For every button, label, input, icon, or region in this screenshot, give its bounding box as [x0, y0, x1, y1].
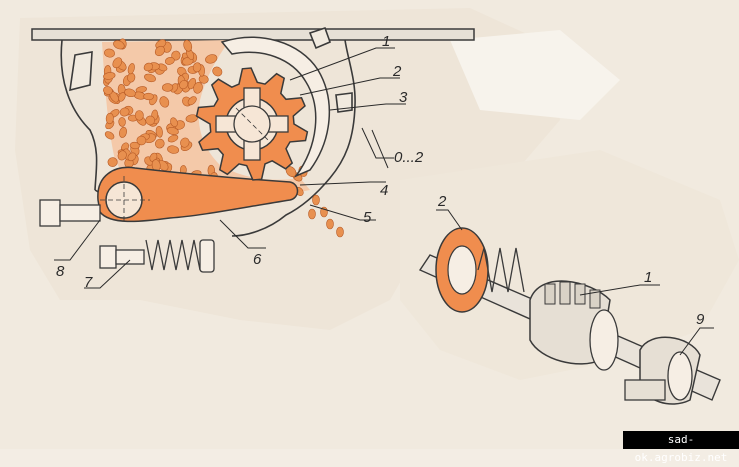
seed-grain: [104, 131, 115, 140]
label-exploded-1: 1: [644, 269, 652, 286]
label-exploded-9: 9: [696, 311, 705, 328]
diagram-canvas: 1 2 3 4 5 6 7 8 0...2 2 1 9 sad-ok.agrob…: [31, 26, 739, 464]
seed-grain: [129, 141, 140, 150]
falling-seed: [308, 208, 316, 220]
falling-seed: [336, 226, 344, 238]
seed-grain: [117, 150, 127, 161]
seed-grain: [144, 73, 156, 83]
falling-seed: [326, 218, 334, 230]
seed-grain: [167, 145, 180, 154]
seed-grain: [193, 81, 203, 94]
pivot-bolt: [39, 199, 101, 227]
seed-grain: [118, 117, 126, 127]
seed-grain: [118, 92, 126, 102]
seed-drill-sowing-apparatus-diagram: 1 2 3 4 5 6 7 8 0...2 2 1 9: [31, 26, 721, 405]
seed-grain: [105, 112, 114, 125]
seed-grain: [179, 80, 189, 90]
label-7: 7: [84, 274, 93, 291]
label-4: 4: [380, 182, 388, 199]
seed-grain: [104, 48, 115, 58]
label-2: 2: [392, 63, 402, 80]
seed-grain: [162, 83, 174, 92]
seed-grain: [185, 114, 198, 123]
adjusting-spring: [99, 239, 215, 273]
exploded-roller-assembly: [418, 227, 721, 405]
falling-seed: [312, 194, 320, 206]
seed-grain: [145, 115, 155, 126]
seed-grain: [107, 157, 118, 167]
seed-grain: [180, 137, 190, 148]
seed-grain: [124, 88, 136, 98]
leader-lines: [54, 47, 406, 289]
seed-grain: [171, 50, 181, 61]
label-6: 6: [253, 251, 262, 268]
watermark: sad-ok.agrobiz.net: [623, 431, 739, 464]
seed-grain: [134, 110, 144, 121]
label-gap: 0...2: [394, 149, 424, 166]
seed-grain: [143, 92, 154, 101]
seed-grain: [119, 126, 127, 138]
seed-grain: [183, 39, 193, 52]
seed-grain: [113, 40, 125, 50]
seed-grain: [154, 45, 165, 57]
seed-grain: [159, 96, 170, 108]
seed-grain: [127, 63, 135, 75]
seed-grain: [143, 62, 154, 72]
seed-grain: [205, 54, 218, 64]
seed-grain: [119, 107, 130, 117]
seed-grain: [192, 62, 202, 73]
seed-grain: [155, 125, 163, 138]
label-3: 3: [399, 89, 408, 106]
seed-grain: [136, 135, 147, 146]
label-8: 8: [56, 263, 65, 280]
valve-lever: [97, 166, 299, 224]
seed-grain: [112, 57, 123, 69]
seed-grain: [164, 56, 175, 65]
seed-grain: [103, 72, 116, 80]
seed-grain: [127, 152, 137, 162]
seed-grain: [103, 86, 113, 95]
seed-grain: [187, 96, 197, 106]
housing-outline: [60, 26, 356, 237]
sowing-roller-gear: [195, 67, 309, 181]
guard-shield: [220, 36, 331, 178]
seed-grain: [155, 138, 165, 149]
exploded-leader-lines: [436, 209, 714, 356]
part-labels: 1 2 3 4 5 6 7 8 0...2 2 1 9: [56, 33, 705, 328]
seed-grain: [198, 74, 209, 84]
label-exploded-2: 2: [437, 193, 447, 210]
label-5: 5: [363, 209, 372, 226]
seed-grain: [170, 117, 178, 128]
seed-grain: [166, 127, 179, 135]
seed-grain: [167, 134, 179, 143]
seed-grain: [212, 66, 223, 77]
label-1: 1: [382, 33, 390, 50]
